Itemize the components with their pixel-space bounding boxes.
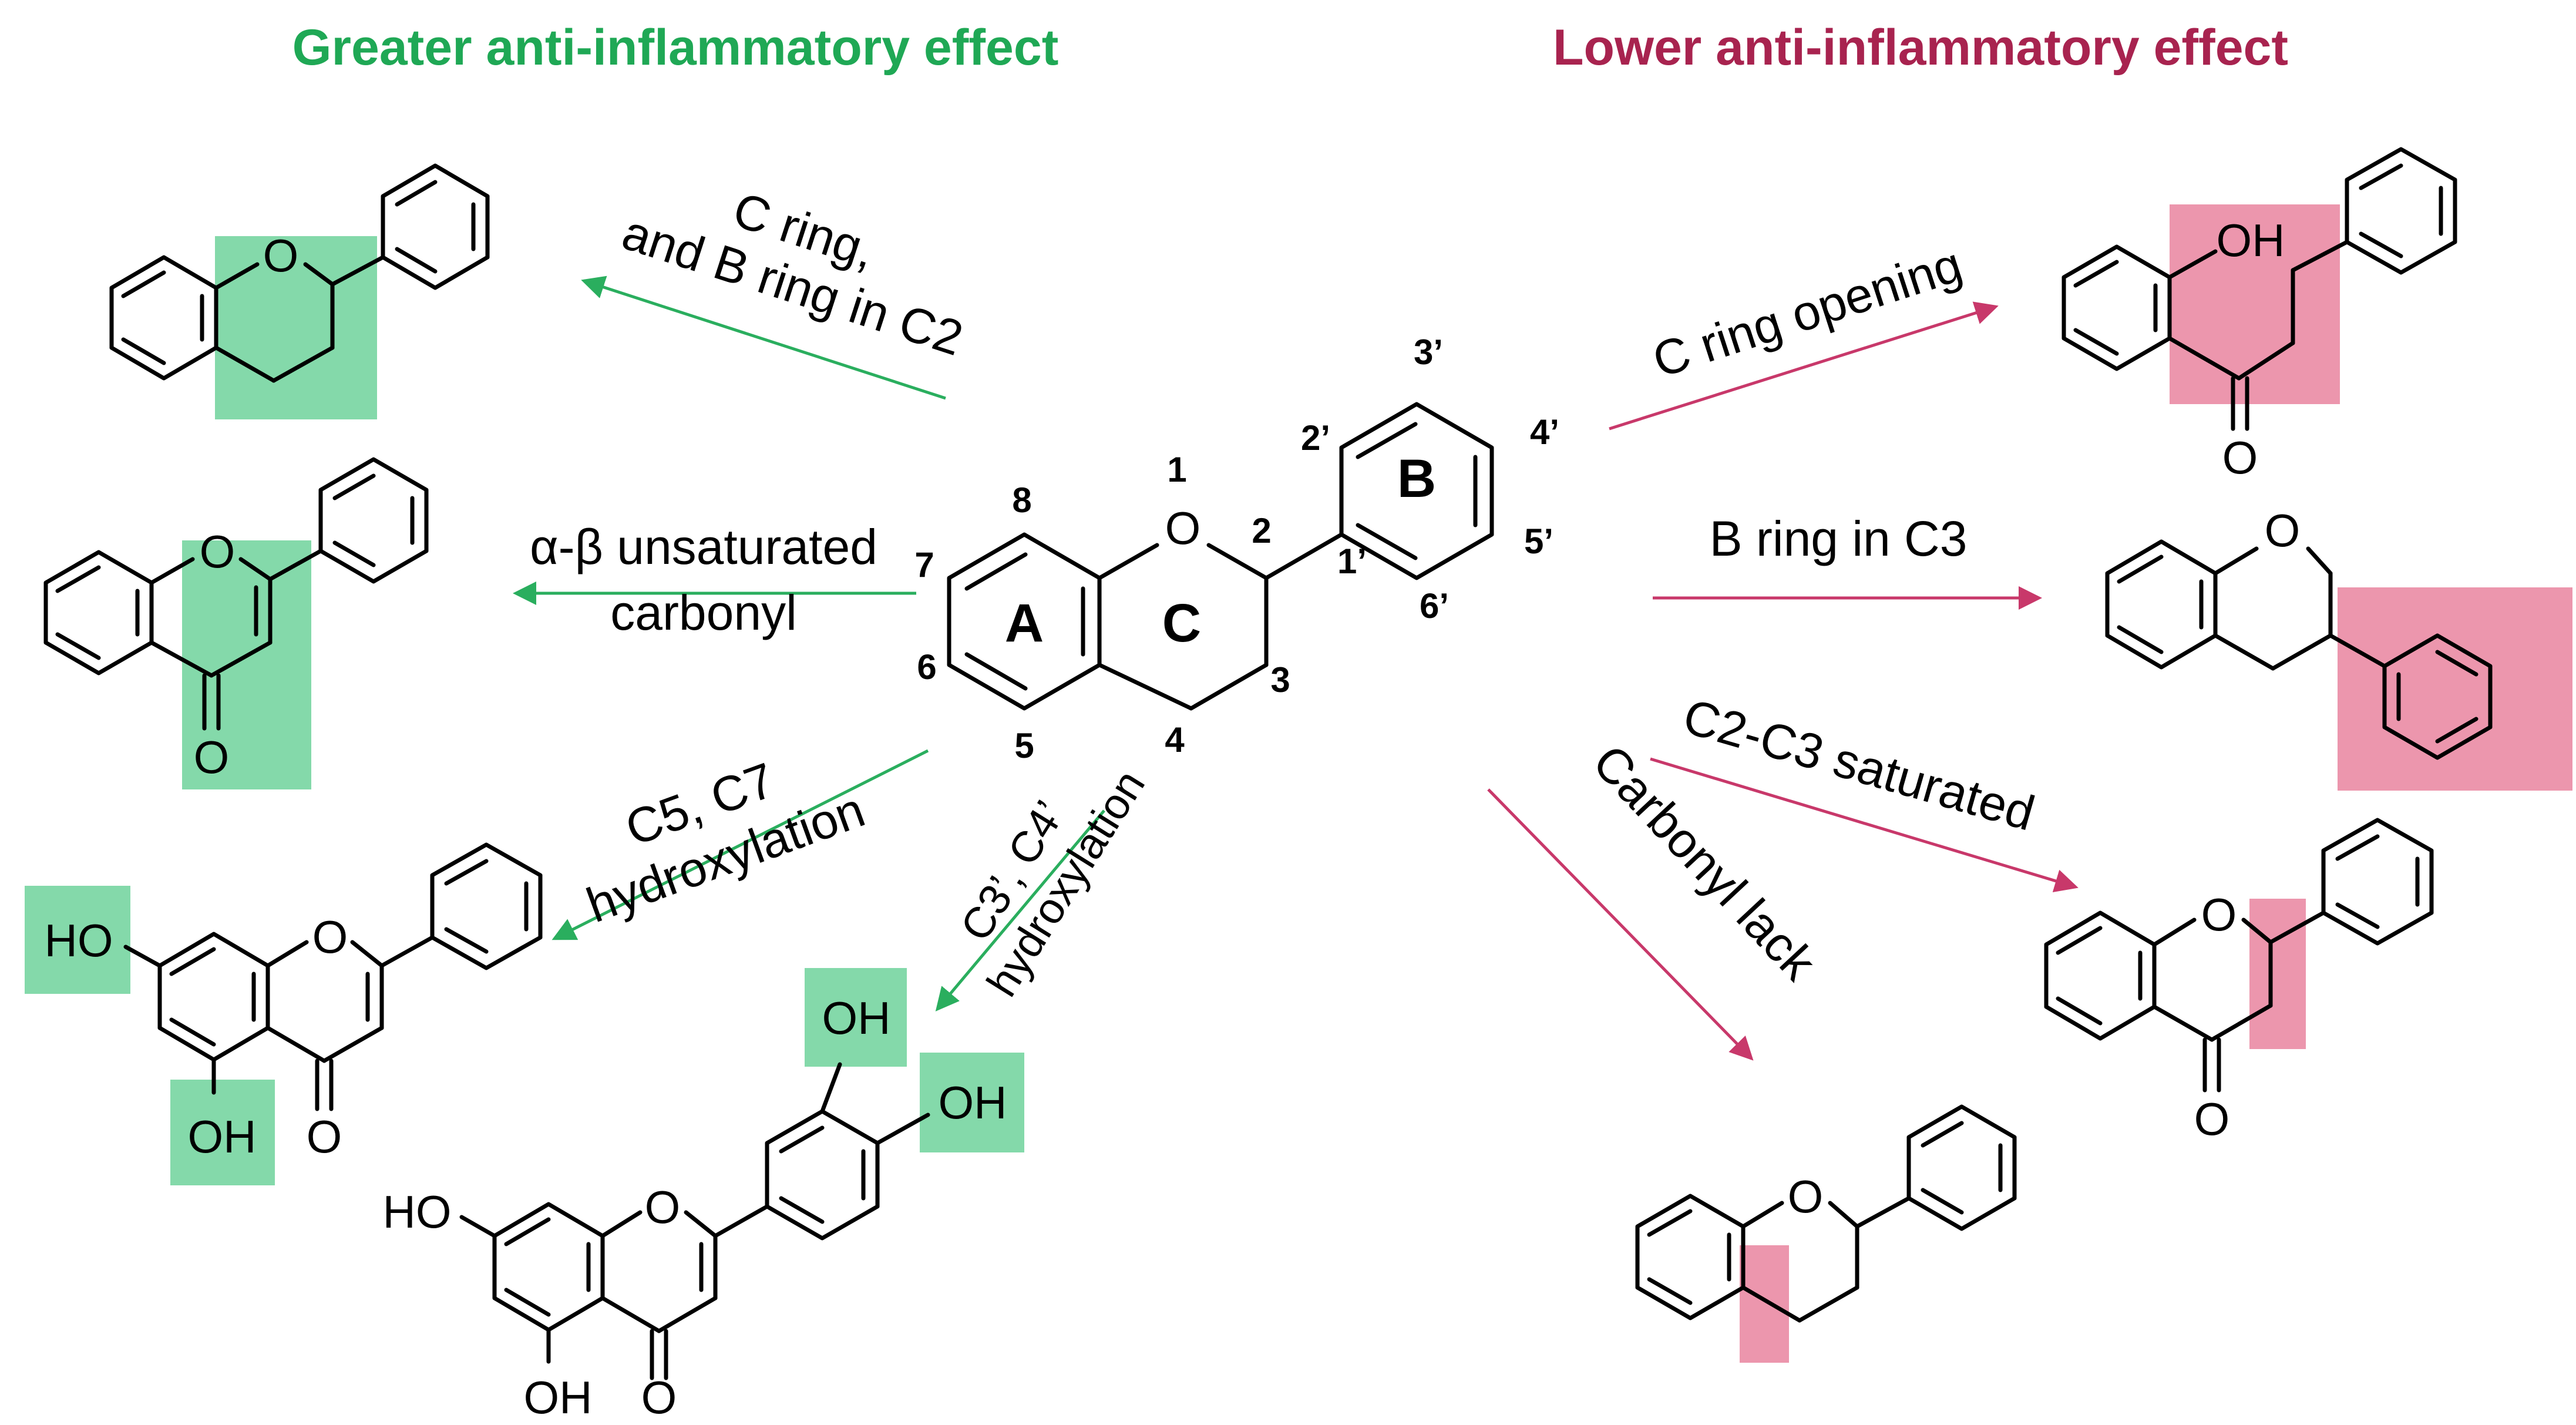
position-2-prime: 2’	[1301, 418, 1330, 458]
greater-effect-2-line1: α-β unsaturated	[530, 519, 877, 574]
position-3: 3	[1270, 660, 1290, 700]
position-8: 8	[1012, 480, 1031, 520]
greater-structure-1: O	[109, 163, 490, 419]
lower-structure-2: O	[2105, 505, 2572, 791]
heading-lower-effect: Lower anti-inflammatory effect	[1553, 19, 2288, 76]
position-1-prime: 1’	[1337, 542, 1367, 581]
position-4: 4	[1165, 720, 1185, 759]
c7-ho-label: HO	[45, 915, 113, 966]
heading-greater-effect: Greater anti-inflammatory effect	[292, 19, 1059, 76]
carbonyl-o-atom: O	[307, 1111, 342, 1162]
arrow-lower-1	[1609, 301, 1999, 431]
highlight-c7-oh	[25, 886, 130, 994]
oh-label: OH	[2217, 214, 2285, 266]
highlight-c4-methylene	[1740, 1245, 1789, 1363]
highlight-c4-prime-oh	[920, 1053, 1024, 1152]
central-flavan-scaffold: O A B C 1 2 3 4 5 6 7 8 1’ 2’ 3’ 4’ 5’ 6…	[914, 332, 1559, 765]
arrow-greater-3	[551, 749, 929, 940]
c7-ho-label: HO	[383, 1186, 452, 1238]
greater-structure-2: O O	[43, 457, 429, 789]
arrow-lower-3	[1650, 757, 2079, 893]
greater-structure-4: O HO OH O OH OH	[383, 968, 1024, 1423]
c5-oh-label: OH	[188, 1111, 257, 1162]
carbonyl-o-atom: O	[194, 731, 230, 783]
lower-structure-3: O O	[2044, 818, 2434, 1145]
carbonyl-o-atom: O	[2194, 1093, 2230, 1145]
central-o-atom: O	[1165, 502, 1201, 554]
c3-prime-oh-label: OH	[822, 992, 891, 1044]
highlight-b-ring-c3	[2338, 587, 2572, 791]
greater-effect-2-line2: carbonyl	[610, 585, 797, 640]
o-atom: O	[263, 230, 299, 281]
position-7: 7	[914, 545, 934, 584]
o-atom: O	[2265, 505, 2301, 556]
highlight-opened-ring	[2170, 204, 2340, 404]
carbonyl-o-atom: O	[641, 1372, 677, 1423]
highlight-c-ring	[215, 236, 377, 419]
c4-prime-oh-label: OH	[939, 1077, 1007, 1128]
arrow-lower-4	[1487, 788, 1754, 1061]
o-atom: O	[645, 1181, 681, 1233]
o-atom: O	[1788, 1171, 1824, 1222]
position-3-prime: 3’	[1414, 332, 1443, 372]
lower-effect-2-label: B ring in C3	[1710, 511, 1968, 566]
highlight-c3-prime-oh	[805, 968, 907, 1067]
position-5: 5	[1014, 726, 1034, 765]
highlight-c5-oh	[170, 1080, 275, 1185]
lower-structure-4: O	[1635, 1104, 2017, 1363]
o-atom: O	[200, 526, 236, 577]
position-6: 6	[917, 647, 936, 687]
carbonyl-o-atom: O	[2222, 432, 2258, 483]
position-1: 1	[1167, 450, 1186, 489]
greater-structure-3: O HO OH O	[25, 842, 543, 1185]
arrow-greater-1	[581, 275, 946, 400]
o-atom: O	[2201, 889, 2237, 940]
position-5-prime: 5’	[1524, 522, 1553, 561]
ring-label-c: C	[1162, 593, 1201, 653]
lower-effect-3-label: C2-C3 saturated	[1677, 688, 2040, 841]
highlight-unsaturated-carbonyl	[182, 540, 311, 789]
arrow-greater-4	[935, 809, 1105, 1011]
lower-structure-1: OH O	[2062, 147, 2457, 483]
o-atom: O	[312, 911, 348, 963]
position-2: 2	[1252, 511, 1271, 550]
position-4-prime: 4’	[1530, 412, 1559, 452]
ring-label-a: A	[1005, 593, 1044, 653]
highlight-c2-c3-bond	[2249, 899, 2306, 1049]
position-6-prime: 6’	[1420, 586, 1449, 626]
ring-label-b: B	[1397, 449, 1436, 509]
c5-oh-label: OH	[524, 1372, 593, 1423]
